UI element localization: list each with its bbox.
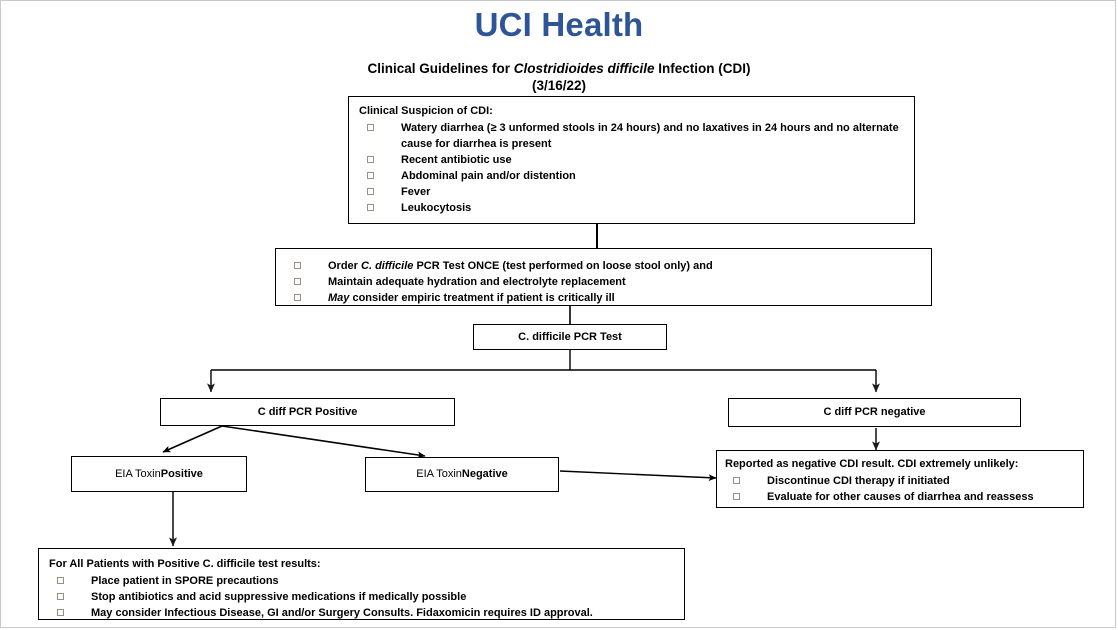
list-item: Maintain adequate hydration and electrol…	[286, 274, 921, 290]
list-item-label: Maintain adequate hydration and electrol…	[328, 276, 626, 288]
document-subtitle: Clinical Guidelines for Clostridioides d…	[0, 60, 1118, 94]
list-item-label: Discontinue CDI therapy if initiated	[767, 475, 950, 487]
node-pcr-test: C. difficile PCR Test	[473, 324, 667, 350]
list-item: May consider Infectious Disease, GI and/…	[49, 605, 674, 621]
list-item: Abdominal pain and/or distention	[359, 168, 904, 184]
node-reported-negative: Reported as negative CDI result. CDI ext…	[716, 450, 1084, 508]
list-item: Discontinue CDI therapy if initiated	[725, 473, 1075, 489]
list-item: Fever	[359, 184, 904, 200]
connector-positive-to-eia-positive	[162, 425, 223, 453]
eia-positive-label: EIA Toxin Positive	[72, 457, 246, 491]
pcr-negative-label: C diff PCR negative	[823, 406, 926, 419]
list-item-italic: C. difficile	[361, 260, 414, 272]
all-positive-patients-list: Place patient in SPORE precautions Stop …	[49, 573, 674, 621]
list-item-label: consider empiric treatment if patient is…	[349, 292, 615, 304]
connector-positive-to-eia-negative	[221, 425, 426, 459]
list-item-label: Recent antibiotic use	[401, 154, 512, 166]
list-item-label: PCR Test ONCE (test performed on loose s…	[413, 260, 713, 272]
checkbox-icon[interactable]	[367, 156, 374, 163]
list-item: May consider empiric treatment if patien…	[286, 290, 921, 306]
checkbox-icon[interactable]	[294, 278, 301, 285]
checkbox-icon[interactable]	[294, 262, 301, 269]
node-clinical-suspicion: Clinical Suspicion of CDI: Watery diarrh…	[348, 96, 915, 224]
checkbox-icon[interactable]	[57, 593, 64, 600]
list-item-italic: May	[328, 292, 350, 304]
reported-negative-list: Discontinue CDI therapy if initiated Eva…	[725, 473, 1075, 505]
list-item-label: Fever	[401, 186, 431, 198]
list-item: Recent antibiotic use	[359, 152, 904, 168]
all-positive-patients-title: For All Patients with Positive C. diffic…	[49, 558, 321, 570]
checkbox-icon[interactable]	[733, 477, 740, 484]
list-item: Watery diarrhea (≥ 3 unformed stools in …	[359, 120, 904, 152]
list-item-label: Leukocytosis	[401, 202, 472, 214]
clinical-suspicion-title: Clinical Suspicion of CDI:	[359, 105, 493, 117]
node-order-test: Order C. difficile PCR Test ONCE (test p…	[275, 248, 932, 306]
checkbox-icon[interactable]	[367, 124, 374, 131]
subtitle-suffix: Infection (CDI)	[654, 61, 751, 76]
eia-negative-emphasis: Negative	[461, 468, 508, 481]
list-item: Stop antibiotics and acid suppressive me…	[49, 589, 674, 605]
subtitle-prefix: Clinical Guidelines for	[367, 61, 514, 76]
checkbox-icon[interactable]	[57, 577, 64, 584]
list-item: Evaluate for other causes of diarrhea an…	[725, 489, 1075, 505]
checkbox-icon[interactable]	[367, 172, 374, 179]
list-item-label: Evaluate for other causes of diarrhea an…	[767, 491, 1034, 503]
eia-negative-label: EIA Toxin Negative	[366, 458, 558, 491]
list-item: Leukocytosis	[359, 200, 904, 216]
eia-positive-prefix: EIA Toxin	[115, 467, 161, 480]
list-item-label: Place patient in SPORE precautions	[91, 575, 279, 587]
document-revision-date: (3/16/22)	[531, 78, 587, 93]
eia-positive-emphasis: Positive	[160, 467, 203, 480]
node-eia-toxin-positive: EIA Toxin Positive	[71, 456, 247, 492]
checkbox-icon[interactable]	[57, 609, 64, 616]
node-eia-toxin-negative: EIA Toxin Negative	[365, 457, 559, 492]
list-item: Place patient in SPORE precautions	[49, 573, 674, 589]
node-all-positive-patients: For All Patients with Positive C. diffic…	[38, 548, 685, 620]
pcr-positive-label: C diff PCR Positive	[257, 405, 358, 418]
list-item-label: Watery diarrhea (≥ 3 unformed stools in …	[401, 122, 899, 150]
subtitle-organism-name: Clostridioides difficile	[513, 61, 655, 76]
list-item-prefix: Order	[328, 260, 362, 272]
node-pcr-negative: C diff PCR negative	[728, 398, 1021, 427]
checkbox-icon[interactable]	[367, 188, 374, 195]
connector-eia-negative-to-reported	[559, 470, 717, 482]
checkbox-icon[interactable]	[733, 493, 740, 500]
list-item-label: Abdominal pain and/or distention	[401, 170, 576, 182]
list-item-label: May consider Infectious Disease, GI and/…	[91, 607, 593, 619]
checkbox-icon[interactable]	[294, 294, 301, 301]
clinical-suspicion-list: Watery diarrhea (≥ 3 unformed stools in …	[359, 120, 904, 216]
eia-negative-prefix: EIA Toxin	[416, 468, 462, 481]
node-pcr-positive: C diff PCR Positive	[160, 398, 455, 426]
checkbox-icon[interactable]	[367, 204, 374, 211]
pcr-test-label: C. difficile PCR Test	[518, 330, 622, 343]
list-item-label: Stop antibiotics and acid suppressive me…	[91, 591, 467, 603]
document-subtitle-line1: Clinical Guidelines for Clostridioides d…	[0, 60, 1118, 77]
reported-negative-title: Reported as negative CDI result. CDI ext…	[725, 458, 1019, 470]
brand-title: UCI Health	[474, 6, 644, 43]
list-item: Order C. difficile PCR Test ONCE (test p…	[286, 258, 921, 274]
order-test-list: Order C. difficile PCR Test ONCE (test p…	[286, 258, 921, 306]
